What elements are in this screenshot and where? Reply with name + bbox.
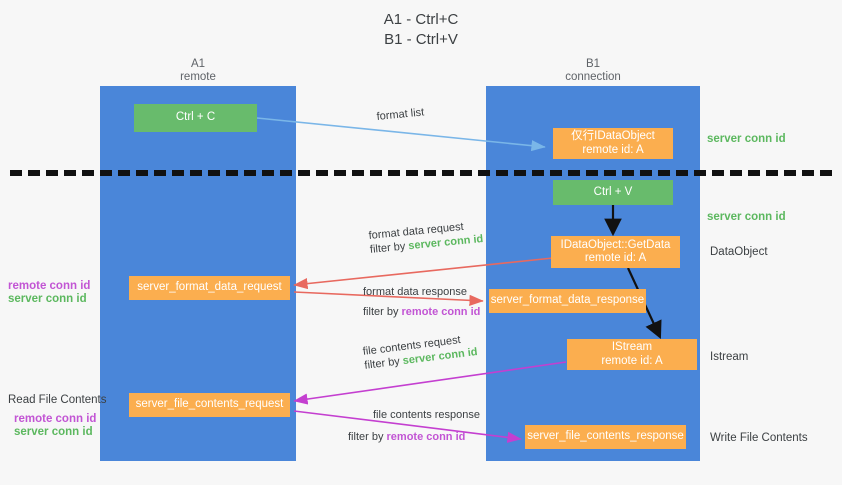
phase-separator-dashed-line xyxy=(10,170,832,176)
label-left-read-file-contents: Read File Contents xyxy=(8,394,107,406)
lane-header-b1-name: B1 xyxy=(585,58,601,70)
caption-fmt-resp-key: remote conn id xyxy=(401,306,481,318)
box-istream-line2: remote id: A xyxy=(601,354,663,367)
caption-file-resp-key: remote conn id xyxy=(386,431,466,443)
label-left-remote-conn-2: remote conn id xyxy=(14,413,97,425)
box-idataobject-line2: remote id: A xyxy=(582,143,644,156)
box-file-resp-label: server_file_contents_response xyxy=(527,430,684,443)
label-right-write-file-contents: Write File Contents xyxy=(710,432,808,444)
title-line-1: A1 - Ctrl+C xyxy=(383,11,459,28)
lane-header-a1-sub: remote xyxy=(180,71,216,83)
box-istream-line1: IStream xyxy=(611,341,653,353)
caption-file-contents-response: file contents response filter by remote … xyxy=(348,408,481,444)
caption-format-list-text: format list xyxy=(376,106,425,123)
box-ctrl-c-label: Ctrl + C xyxy=(175,111,216,124)
box-idataobject-getdata[interactable]: IDataObject::GetData remote id: A xyxy=(551,236,680,268)
caption-fmt-resp-line1: format data response xyxy=(363,286,467,298)
caption-fmt-resp-line2: filter by remote conn id xyxy=(363,305,480,319)
box-istream[interactable]: IStream remote id: A xyxy=(567,339,697,370)
label-right-dataobject: DataObject xyxy=(710,246,768,258)
label-left-remote-conn-1: remote conn id xyxy=(8,280,91,292)
page-title: A1 - Ctrl+C B1 - Ctrl+V xyxy=(0,10,842,50)
lane-header-a1: A1 remote xyxy=(100,58,296,84)
label-left-server-conn-1: server conn id xyxy=(8,293,87,305)
box-ctrl-v[interactable]: Ctrl + V xyxy=(553,180,673,205)
label-right-server-conn-top: server conn id xyxy=(707,133,786,145)
caption-format-data-request: format data request filter by server con… xyxy=(368,218,484,257)
caption-format-list: format list xyxy=(376,105,425,124)
box-fmt-resp-label: server_format_data_response xyxy=(490,294,645,307)
title-line-2: B1 - Ctrl+V xyxy=(384,31,458,48)
lane-header-b1: B1 connection xyxy=(486,58,700,84)
caption-file-resp-line2: filter by remote conn id xyxy=(348,430,480,444)
label-right-server-conn-mid: server conn id xyxy=(707,211,786,223)
box-file-req-label: server_file_contents_request xyxy=(135,398,284,411)
caption-fmt-resp-prefix: filter by xyxy=(363,306,402,318)
box-server-format-data-request[interactable]: server_format_data_request xyxy=(129,276,290,300)
box-server-format-data-response[interactable]: server_format_data_response xyxy=(489,289,646,313)
box-ctrl-c[interactable]: Ctrl + C xyxy=(134,104,257,132)
box-ctrl-v-label: Ctrl + V xyxy=(593,185,633,198)
caption-format-data-response: format data response filter by remote co… xyxy=(363,285,480,319)
box-server-file-contents-request[interactable]: server_file_contents_request xyxy=(129,393,290,417)
caption-file-req-prefix: filter by xyxy=(363,355,404,372)
caption-file-contents-request: file contents request filter by server c… xyxy=(362,331,478,373)
box-server-file-contents-response[interactable]: server_file_contents_response xyxy=(525,425,686,449)
box-getdata-line2: remote id: A xyxy=(584,252,647,264)
box-idataobject[interactable]: 仅行IDataObject remote id: A xyxy=(553,128,673,159)
lane-header-a1-name: A1 xyxy=(190,58,206,70)
label-left-server-conn-2: server conn id xyxy=(14,426,93,438)
box-fmt-req-label: server_format_data_request xyxy=(137,281,282,294)
box-getdata-line1: IDataObject::GetData xyxy=(560,238,671,251)
caption-fmt-req-prefix: filter by xyxy=(369,240,409,256)
caption-file-resp-line1: file contents response xyxy=(373,409,481,421)
caption-file-resp-prefix: filter by xyxy=(348,431,387,443)
label-right-istream: Istream xyxy=(710,351,749,363)
box-idataobject-line1: 仅行IDataObject xyxy=(571,130,655,142)
lane-header-b1-sub: connection xyxy=(565,71,621,83)
